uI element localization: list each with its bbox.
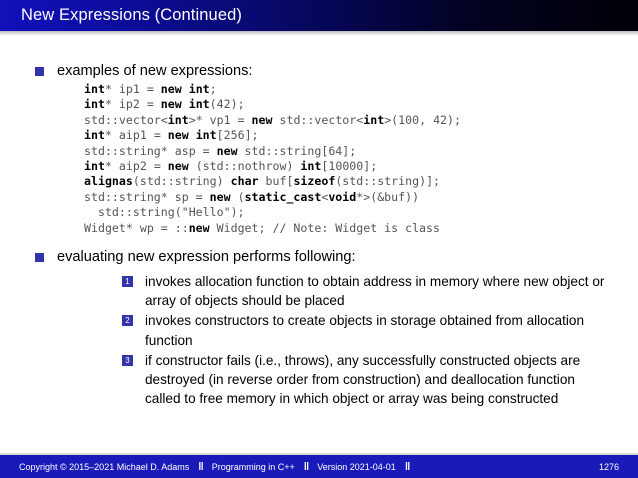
page-title: New Expressions (Continued) — [21, 6, 242, 24]
code-line: Widget* wp = ::new Widget; // Note: Widg… — [84, 221, 638, 236]
slide-body: examples of new expressions: int* ip1 = … — [0, 35, 638, 453]
code-keyword: char — [230, 174, 259, 189]
list-number-badge: 3 — [122, 354, 133, 366]
code-token: * aip1 = — [104, 128, 168, 143]
footer-divider — [0, 453, 638, 455]
code-token: (42); — [209, 97, 245, 112]
footer-course: Programming in C++ — [211, 461, 295, 472]
footer-info: Copyright © 2015–2021 Michael D. Adams ‖… — [0, 461, 418, 473]
code-line: int* aip1 = new int[256]; — [84, 128, 638, 143]
code-token: < — [321, 189, 329, 204]
code-keyword: new — [251, 112, 273, 127]
list-number-badge: 1 — [122, 276, 133, 288]
code-token: std::string[64]; — [237, 143, 357, 158]
header-divider — [0, 31, 638, 35]
code-line: alignas(std::string) char buf[sizeof(std… — [84, 174, 638, 189]
footer-separator-icon: ‖ — [303, 460, 310, 473]
code-token: (std::nothrow) — [188, 159, 301, 174]
code-line: std::string* asp = new std::string[64]; — [84, 144, 638, 159]
code-token: std::string("Hello"); — [84, 205, 245, 220]
code-line: int* ip2 = new int(42); — [84, 97, 638, 112]
code-line: int* aip2 = new (std::nothrow) int[10000… — [84, 159, 638, 174]
code-keyword: int — [300, 159, 322, 174]
code-token: std::vector< — [84, 112, 168, 127]
list-item: 2 invokes constructors to create objects … — [57, 311, 638, 349]
bullet-label-examples: examples of new expressions: — [57, 63, 253, 79]
list-item-text: invokes constructors to create objects i… — [145, 313, 585, 348]
code-keyword: new — [209, 189, 231, 204]
code-keyword: new — [188, 220, 210, 235]
code-keyword: int — [84, 82, 105, 96]
code-listing: int* ip1 = new int;int* ip2 = new int(42… — [57, 82, 638, 236]
code-keyword: int — [84, 97, 105, 112]
code-token: [256]; — [216, 128, 259, 143]
code-token: >(100, 42); — [384, 112, 461, 127]
code-keyword: int — [363, 112, 385, 127]
code-token: Widget; // Note: Widget is class — [209, 220, 440, 235]
square-bullet-icon — [35, 253, 44, 263]
code-token: * aip2 = — [104, 159, 168, 174]
code-keyword: new — [216, 143, 238, 158]
bullet-item-examples: examples of new expressions: int* ip1 = … — [0, 61, 638, 236]
square-bullet-icon — [35, 67, 44, 76]
code-keyword: static_cast — [244, 189, 322, 204]
code-token: std::vector< — [272, 112, 364, 127]
code-token: * ip2 = — [104, 97, 161, 112]
code-token: * ip1 = — [104, 82, 161, 96]
code-keyword: new int — [160, 82, 210, 96]
list-item: 1 invokes allocation function to obtain a… — [57, 272, 638, 310]
code-keyword: new int — [167, 128, 217, 143]
footer-separator-icon: ‖ — [404, 460, 411, 473]
code-line: std::vector<int>* vp1 = new std::vector<… — [84, 113, 638, 128]
code-token: (std::string) — [132, 174, 231, 189]
code-token: Widget* wp = :: — [84, 220, 189, 235]
list-number-badge: 2 — [122, 315, 133, 327]
code-keyword: int — [84, 128, 105, 143]
code-keyword: sizeof — [293, 174, 336, 189]
list-item-text: invokes allocation function to obtain ad… — [145, 274, 605, 309]
footer-separator-icon: ‖ — [198, 460, 204, 473]
page-number: 1276 — [598, 461, 619, 472]
bullet-label-evaluating: evaluating new expression performs follo… — [57, 249, 356, 266]
code-keyword: int — [84, 159, 105, 174]
code-line: int* ip1 = new int; — [84, 82, 638, 97]
list-item-text: if constructor fails (i.e., throws), any… — [145, 352, 581, 407]
code-token: [10000]; — [321, 159, 378, 174]
code-token: std::string* asp = — [84, 143, 217, 158]
footer-copyright: Copyright © 2015–2021 Michael D. Adams — [19, 461, 190, 472]
code-token: std::string* sp = — [84, 189, 210, 204]
bullet-item-evaluating: evaluating new expression performs follo… — [0, 247, 638, 408]
code-keyword: new int — [160, 97, 210, 112]
code-token: ; — [209, 82, 217, 96]
code-token: *>(&buf)) — [356, 189, 420, 204]
code-line: std::string("Hello"); — [84, 205, 638, 220]
code-token: >* vp1 = — [188, 112, 252, 127]
list-item: 3 if constructor fails (i.e., throws), an… — [57, 351, 638, 409]
code-keyword: alignas — [84, 174, 133, 189]
code-keyword: void — [328, 189, 357, 204]
slide-header: New Expressions (Continued) — [0, 0, 638, 31]
code-keyword: int — [167, 112, 189, 127]
code-token: buf[ — [258, 174, 294, 189]
footer-version: Version 2021-04-01 — [317, 461, 396, 472]
code-keyword: new — [167, 159, 189, 174]
code-token: (std::string)]; — [335, 174, 441, 189]
code-token: ( — [230, 189, 245, 204]
slide-footer: Copyright © 2015–2021 Michael D. Adams ‖… — [0, 455, 638, 478]
numbered-list: 1 invokes allocation function to obtain a… — [57, 272, 638, 408]
code-line: std::string* sp = new (static_cast<void*… — [84, 190, 638, 205]
